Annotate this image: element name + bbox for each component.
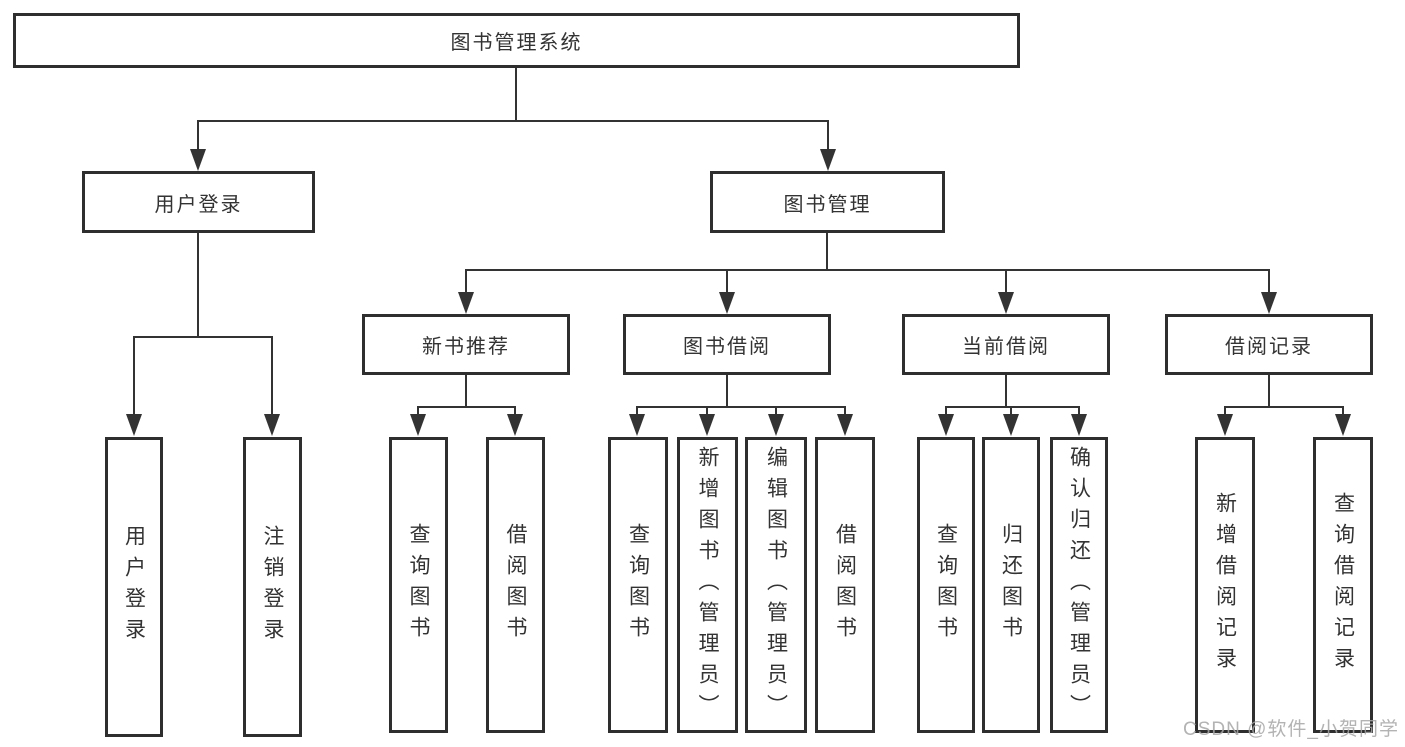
arrow-down-icon xyxy=(126,414,142,436)
connector-drop-leaf xyxy=(1224,406,1226,418)
connector-hline xyxy=(417,406,516,408)
node-label: 确认归还（管理员） xyxy=(1067,445,1091,725)
node-label: 图书借阅 xyxy=(683,336,771,358)
leaf-add-books-admin: 新增图书（管理员） xyxy=(677,437,738,733)
connector-hline xyxy=(1224,406,1344,408)
node-label: 查询图书 xyxy=(934,523,958,647)
arrow-down-icon xyxy=(264,414,280,436)
node-user-login: 用户登录 xyxy=(82,171,315,233)
leaf-borrow-books: 借阅图书 xyxy=(815,437,875,733)
connector-drop-leaf xyxy=(133,336,135,416)
connector-drop-leaf xyxy=(1078,406,1080,418)
connector-drop-leaf xyxy=(945,406,947,418)
connector-drop-leaf xyxy=(1010,406,1012,418)
node-new-book-recommendation: 新书推荐 xyxy=(362,314,570,375)
node-book-management: 图书管理 xyxy=(710,171,945,233)
connector-drop-leaf xyxy=(514,406,516,418)
leaf-confirm-return-admin: 确认归还（管理员） xyxy=(1050,437,1108,733)
node-label: 用户登录 xyxy=(122,525,146,649)
node-label: 查询图书 xyxy=(626,523,650,647)
arrow-down-icon xyxy=(938,414,954,436)
connector-drop-records xyxy=(1268,269,1270,294)
arrow-down-icon xyxy=(1261,292,1277,314)
node-label: 查询借阅记录 xyxy=(1331,492,1355,678)
connector-drop-leaf xyxy=(417,406,419,418)
connector-drop-leaf xyxy=(775,406,777,418)
leaf-edit-books-admin: 编辑图书（管理员） xyxy=(745,437,807,733)
connector-drop-leaf xyxy=(706,406,708,418)
connector-drop-leaf xyxy=(1342,406,1344,418)
node-label: 注销登录 xyxy=(261,525,284,649)
arrow-down-icon xyxy=(458,292,474,314)
node-book-borrowing: 图书借阅 xyxy=(623,314,831,375)
connector-drop-borrowing xyxy=(726,269,728,294)
connector-user-login-hline xyxy=(133,336,273,338)
node-current-borrowing: 当前借阅 xyxy=(902,314,1110,375)
connector-book-mgmt-stem xyxy=(826,233,828,271)
node-label: 查询图书 xyxy=(407,523,430,647)
node-label: 图书管理 xyxy=(783,193,872,216)
leaf-query-books-current: 查询图书 xyxy=(917,437,975,733)
connector-stem xyxy=(726,375,728,408)
arrow-down-icon xyxy=(699,414,715,436)
connector-hline xyxy=(636,406,846,408)
connector-drop-new-book xyxy=(465,269,467,294)
connector-drop-book-mgmt xyxy=(827,120,829,152)
arrow-down-icon xyxy=(1071,414,1087,436)
leaf-return-books: 归还图书 xyxy=(982,437,1040,733)
leaf-logout-login: 注销登录 xyxy=(243,437,302,737)
connector-hline xyxy=(945,406,1080,408)
node-label: 借阅图书 xyxy=(833,523,857,647)
arrow-down-icon xyxy=(820,149,836,171)
arrow-down-icon xyxy=(190,149,206,171)
arrow-down-icon xyxy=(507,414,523,436)
arrow-down-icon xyxy=(1335,414,1351,436)
arrow-down-icon xyxy=(629,414,645,436)
connector-drop-leaf xyxy=(636,406,638,418)
connector-drop-leaf xyxy=(844,406,846,418)
node-label: 用户登录 xyxy=(154,193,243,216)
arrow-down-icon xyxy=(410,414,426,436)
connector-root-hline xyxy=(197,120,829,122)
node-label: 编辑图书（管理员） xyxy=(764,445,788,725)
node-label: 当前借阅 xyxy=(962,336,1050,358)
node-label: 借阅记录 xyxy=(1225,336,1313,358)
leaf-query-books-borrowing: 查询图书 xyxy=(608,437,668,733)
connector-book-mgmt-hline xyxy=(465,269,1270,271)
arrow-down-icon xyxy=(998,292,1014,314)
node-label: 新增图书（管理员） xyxy=(696,445,719,725)
arrow-down-icon xyxy=(1003,414,1019,436)
connector-stem xyxy=(465,375,467,408)
node-label: 归还图书 xyxy=(999,523,1023,647)
csdn-watermark: CSDN @软件_小贺同学 xyxy=(1183,719,1399,740)
connector-stem xyxy=(1268,375,1270,408)
arrow-down-icon xyxy=(1217,414,1233,436)
leaf-query-books-recommend: 查询图书 xyxy=(389,437,448,733)
arrow-down-icon xyxy=(719,292,735,314)
leaf-query-borrow-record: 查询借阅记录 xyxy=(1313,437,1373,733)
arrow-down-icon xyxy=(837,414,853,436)
node-label: 图书管理系统 xyxy=(450,32,583,54)
connector-root-stem xyxy=(515,68,517,121)
node-label: 新增借阅记录 xyxy=(1213,492,1237,678)
node-root-library-system: 图书管理系统 xyxy=(13,13,1020,68)
leaf-add-borrow-record: 新增借阅记录 xyxy=(1195,437,1255,733)
connector-stem xyxy=(1005,375,1007,408)
node-borrowing-records: 借阅记录 xyxy=(1165,314,1373,375)
connector-drop-user-login xyxy=(197,120,199,152)
connector-drop-leaf xyxy=(271,336,273,416)
node-label: 新书推荐 xyxy=(422,336,510,358)
leaf-borrow-books-recommend: 借阅图书 xyxy=(486,437,545,733)
node-label: 借阅图书 xyxy=(504,523,527,647)
leaf-user-login: 用户登录 xyxy=(105,437,163,737)
arrow-down-icon xyxy=(768,414,784,436)
connector-user-login-stem xyxy=(197,233,199,337)
connector-drop-current xyxy=(1005,269,1007,294)
